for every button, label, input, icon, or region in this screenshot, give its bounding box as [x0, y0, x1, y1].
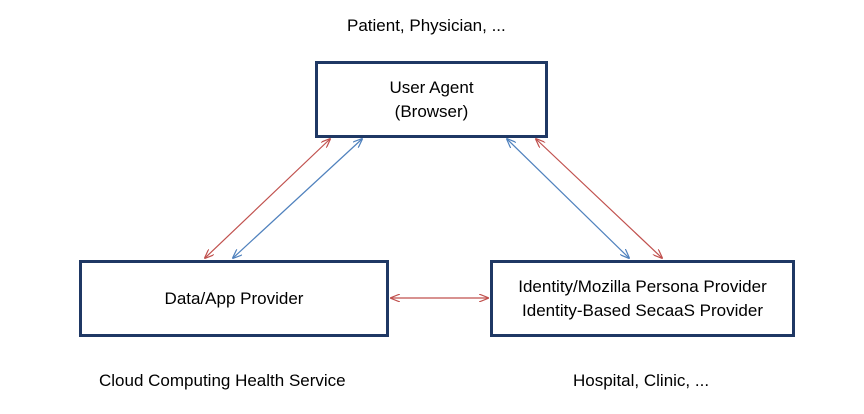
identity-provider-box: Identity/Mozilla Persona Provider Identi…: [490, 260, 795, 337]
user-agent-box: User Agent (Browser): [315, 61, 548, 138]
red-arrow-data-to-agent: [205, 139, 330, 258]
blue-arrow-data-to-agent: [233, 139, 362, 258]
top-caption: Patient, Physician, ...: [347, 16, 506, 35]
user-agent-label: User Agent: [389, 77, 474, 97]
data-app-provider-box: Data/App Provider: [79, 260, 389, 337]
identity-provider-label: Identity/Mozilla Persona Provider: [518, 276, 767, 296]
secaas-provider-label: Identity-Based SecaaS Provider: [522, 300, 763, 320]
user-agent-sublabel: (Browser): [394, 101, 469, 121]
bottom-right-caption: Hospital, Clinic, ...: [573, 371, 710, 390]
red-arrow-agent-to-identity: [536, 139, 662, 258]
bottom-left-caption: Cloud Computing Health Service: [99, 371, 346, 390]
blue-arrow-agent-to-identity: [507, 139, 629, 258]
data-app-provider-label: Data/App Provider: [164, 288, 304, 308]
